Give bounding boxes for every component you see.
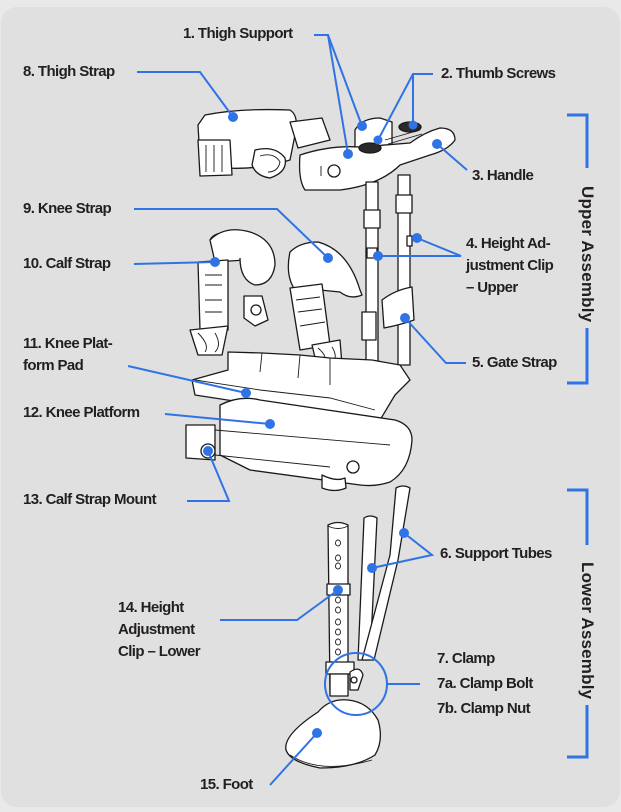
- lower-tubes-part: [326, 485, 411, 691]
- label-clamp: 7. Clamp: [437, 650, 495, 667]
- label-thigh-support: 1. Thigh Support: [183, 25, 293, 42]
- leader-height-clip-upper: [378, 237, 462, 257]
- marker-handle: [432, 139, 442, 149]
- leader-thigh-support-2: [327, 34, 363, 127]
- lower-assembly-bracket: [567, 488, 589, 759]
- leader-knee-platform-pad: [127, 365, 247, 394]
- marker-foot: [312, 728, 322, 738]
- marker-calf-strap-mount: [203, 446, 213, 456]
- calf-strap-part: [189, 229, 276, 356]
- adjustment-hole: [335, 648, 341, 656]
- marker-thigh-support-1: [343, 149, 353, 159]
- adjustment-hole: [335, 618, 341, 626]
- knee-strap-part: [287, 241, 363, 371]
- leader-support-tubes: [371, 532, 435, 569]
- marker-knee-platform: [265, 419, 275, 429]
- knee-platform-pad-part: [191, 351, 411, 421]
- leader-calf-strap: [133, 261, 216, 265]
- leader-handle: [436, 143, 468, 171]
- leader-gate-strap: [404, 317, 466, 364]
- adjustment-hole: [335, 539, 341, 547]
- clamp-part: [325, 661, 364, 697]
- label-gate-strap: 5. Gate Strap: [472, 354, 557, 371]
- label-calf-strap-mount: 13. Calf Strap Mount: [23, 491, 157, 508]
- leader-thigh-strap: [137, 71, 234, 118]
- adjustment-hole: [335, 638, 341, 646]
- label-calf-strap: 10. Calf Strap: [23, 255, 111, 272]
- label-thigh-strap: 8. Thigh Strap: [23, 63, 115, 80]
- marker-height-clip-upper-2: [412, 233, 422, 243]
- marker-support-tube-2: [399, 528, 409, 538]
- label-foot: 15. Foot: [200, 776, 253, 793]
- upper-assembly-bracket: [567, 113, 589, 385]
- leader-calf-strap-mount: [187, 450, 231, 502]
- adjustment-hole: [335, 606, 341, 614]
- label-support-tubes: 6. Support Tubes: [440, 545, 552, 562]
- marker-height-clip-upper-1: [373, 251, 383, 261]
- foot-part: [285, 699, 382, 769]
- section-label-lower-assembly: Lower Assembly: [578, 562, 597, 700]
- marker-knee-strap: [323, 253, 333, 263]
- marker-height-clip-lower: [333, 585, 343, 595]
- marker-knee-platform-pad: [241, 388, 251, 398]
- marker-calf-strap: [210, 257, 220, 267]
- marker-gate-strap: [400, 313, 410, 323]
- label-clamp-bolt: 7a. Clamp Bolt: [437, 675, 533, 692]
- label-clamp-nut: 7b. Clamp Nut: [437, 700, 531, 717]
- label-knee-platform: 12. Knee Platform: [23, 404, 140, 421]
- adjustment-hole: [335, 596, 341, 604]
- adjustment-hole: [335, 628, 341, 636]
- label-knee-strap: 9. Knee Strap: [23, 200, 112, 217]
- thigh-strap-part: [197, 108, 331, 179]
- marker-thumb-screw-2: [408, 120, 418, 130]
- section-label-upper-assembly: Upper Assembly: [578, 186, 597, 323]
- label-height-clip-lower: 14. Height Adjustment Clip – Lower: [118, 599, 201, 660]
- label-knee-platform-pad: 11. Knee Plat- form Pad: [23, 335, 113, 374]
- leader-height-clip-lower: [220, 589, 339, 621]
- adjustment-hole: [335, 562, 341, 570]
- label-thumb-screws: 2. Thumb Screws: [441, 65, 556, 82]
- leader-knee-platform: [164, 413, 271, 425]
- adjustment-hole: [335, 554, 341, 562]
- leader-foot: [269, 732, 318, 786]
- marker-thigh-support-2: [357, 121, 367, 131]
- label-height-clip-upper: 4. Height Ad- justment Clip – Upper: [466, 235, 554, 296]
- leader-knee-strap: [134, 208, 329, 259]
- label-handle: 3. Handle: [472, 167, 534, 184]
- marker-thumb-screw-1: [373, 135, 383, 145]
- marker-thigh-strap: [228, 112, 238, 122]
- marker-support-tube-1: [367, 563, 377, 573]
